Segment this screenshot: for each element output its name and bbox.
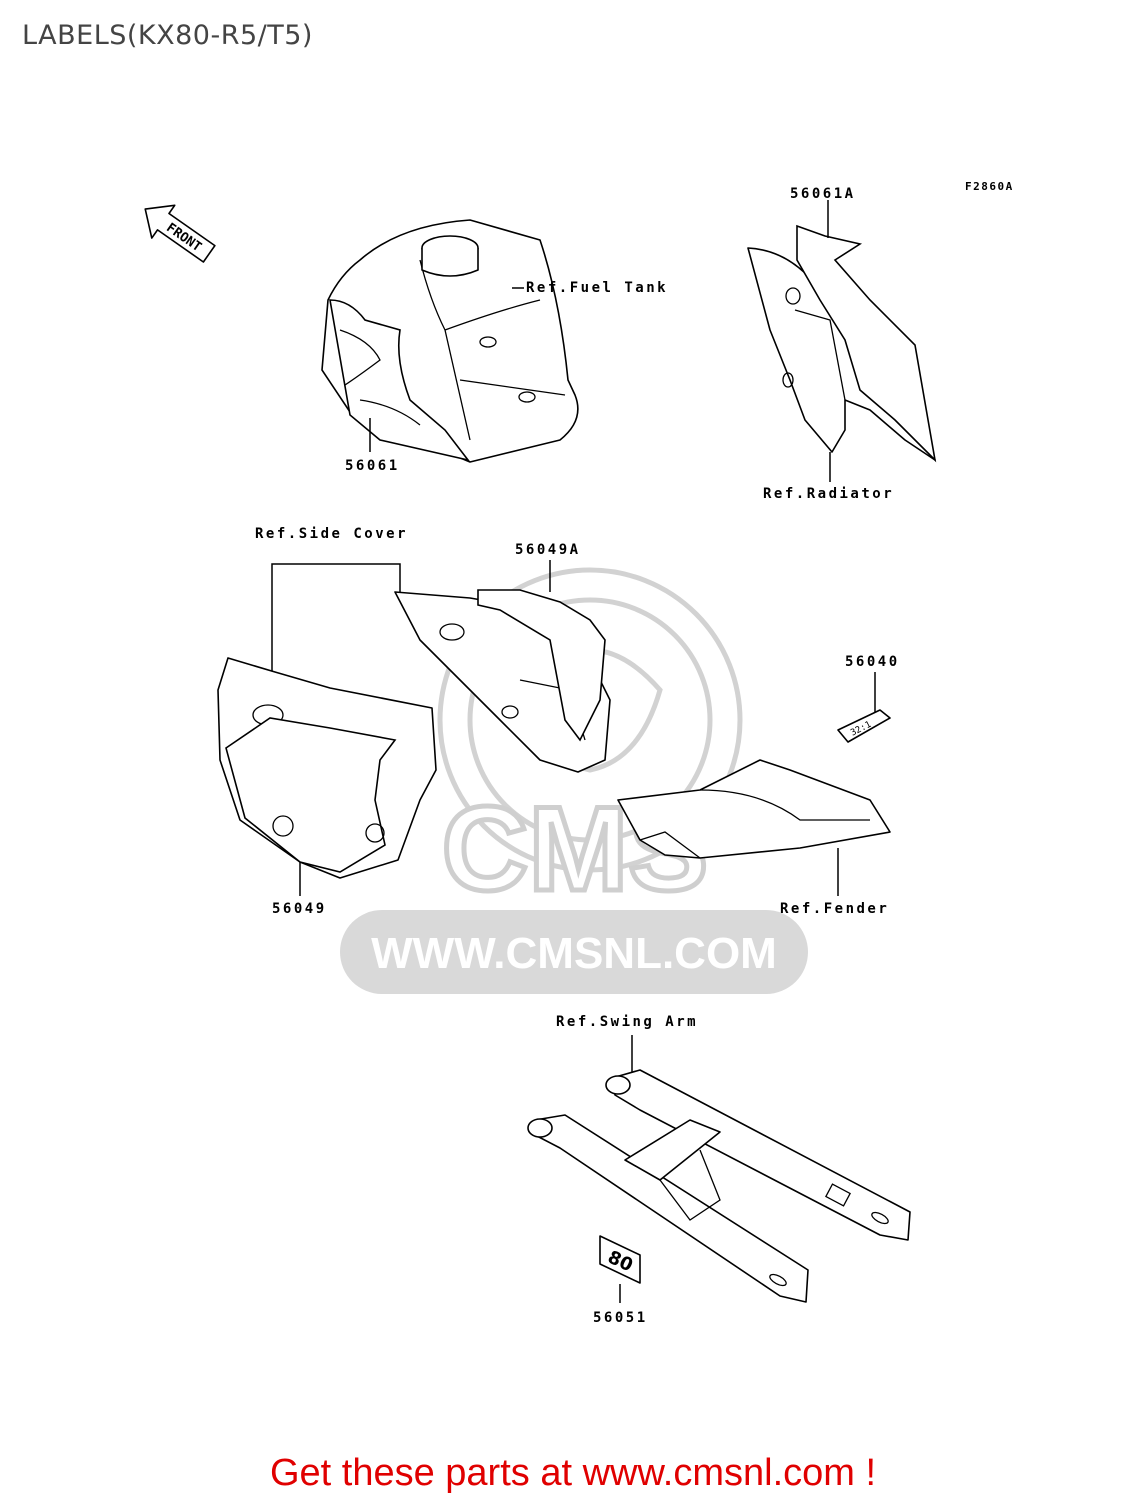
side-cover-left-drawing xyxy=(217,657,437,879)
callout-ref-swing-arm: Ref.Swing Arm xyxy=(556,1014,698,1030)
decal-56040: 32:1 xyxy=(837,709,891,743)
decal-56049 xyxy=(225,717,397,873)
decal-56049a xyxy=(477,589,606,742)
callout-56049a: 56049A xyxy=(515,542,581,558)
callout-ref-fender: Ref.Fender xyxy=(780,901,889,917)
watermark: CMS WWW.CMSNL.COM xyxy=(340,567,808,994)
callout-ref-side-cover: Ref.Side Cover xyxy=(255,526,408,542)
callout-ref-radiator: Ref.Radiator xyxy=(763,486,894,502)
rear-fender-drawing xyxy=(617,759,891,859)
radiator-shroud-drawing xyxy=(747,224,937,463)
callout-56049: 56049 xyxy=(272,901,327,917)
footer-cta-link[interactable]: Get these parts at www.cmsnl.com ! xyxy=(269,1452,877,1494)
callout-56040: 56040 xyxy=(845,654,900,670)
parts-diagram: CMS WWW.CMSNL.COM F2860A FRONT Ref.Fuel … xyxy=(144,180,1014,1326)
callout-56051: 56051 xyxy=(593,1310,648,1326)
callout-56061a: 56061A xyxy=(790,186,856,202)
figure-code: F2860A xyxy=(965,180,1014,193)
front-arrow-icon: FRONT xyxy=(144,204,216,263)
side-cover-right-drawing xyxy=(394,589,611,773)
swing-arm-drawing xyxy=(527,1069,911,1303)
page-title: LABELS(KX80-R5/T5) xyxy=(22,20,313,51)
callout-ref-fuel-tank: Ref.Fuel Tank xyxy=(526,280,668,296)
decal-56061 xyxy=(329,299,470,462)
watermark-url-pill xyxy=(340,910,808,994)
fuel-tank-drawing xyxy=(321,219,579,463)
callout-56061: 56061 xyxy=(345,458,400,474)
decal-56051: 80 xyxy=(599,1235,641,1284)
decal-56061a xyxy=(796,224,937,463)
watermark-logo-ring xyxy=(437,567,743,873)
watermark-url-text: WWW.CMSNL.COM xyxy=(371,929,777,978)
watermark-logo-inner-ring xyxy=(467,597,713,843)
